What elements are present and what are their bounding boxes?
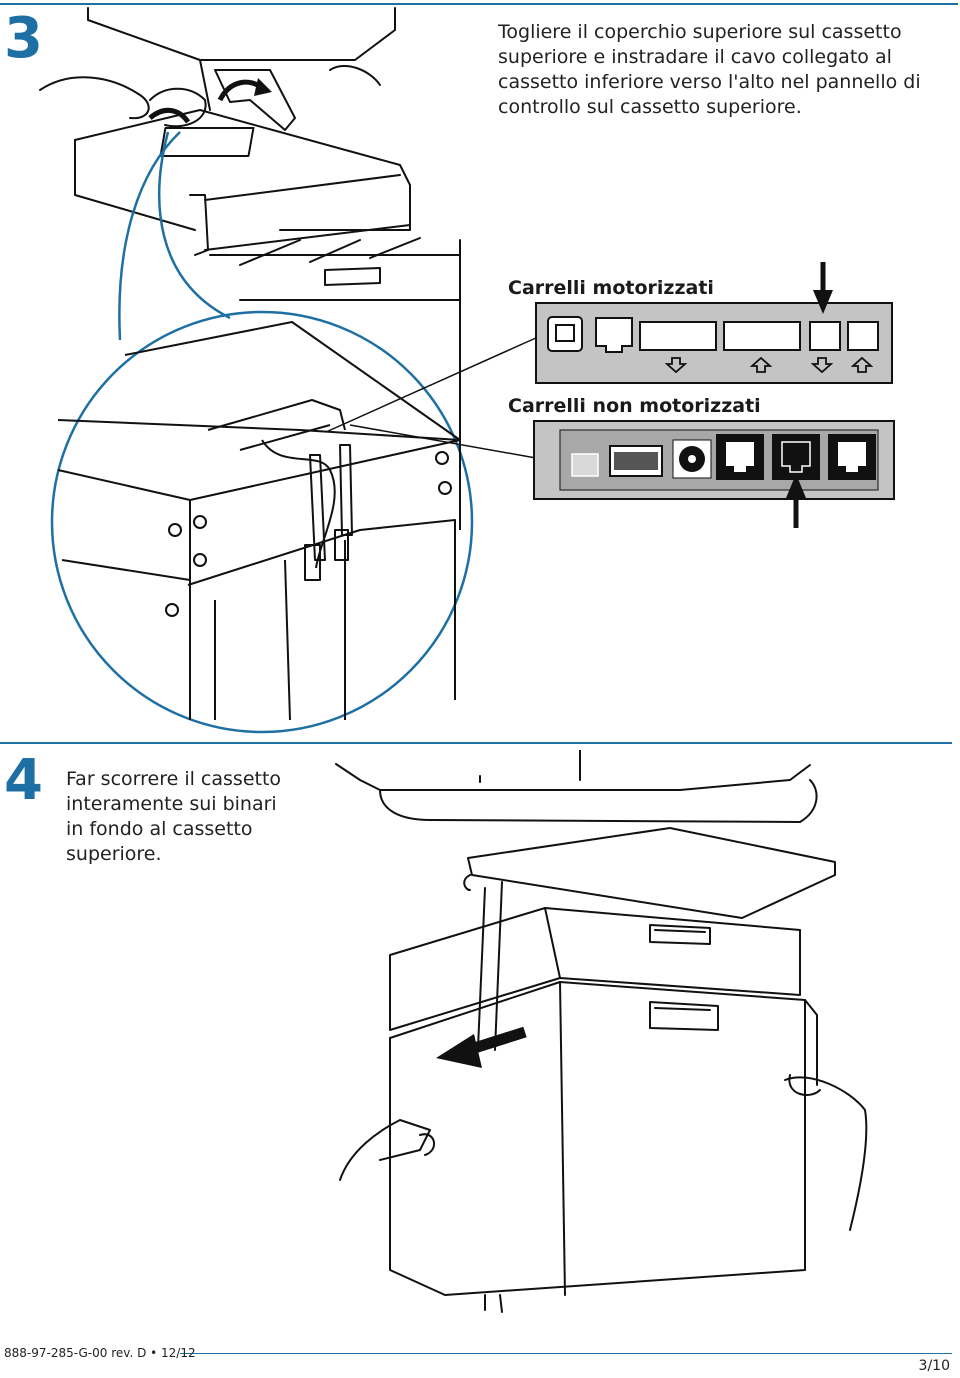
motorized-carts-label: Carrelli motorizzati	[508, 277, 714, 299]
step4-illustration	[335, 750, 868, 1313]
motorized-connector-panel	[535, 302, 893, 384]
non-motorized-carts-label: Carrelli non motorizzati	[508, 395, 761, 417]
non-motorized-connector-panel	[533, 420, 895, 500]
step3-illustration	[39, 7, 895, 734]
footer-rule	[180, 1353, 952, 1354]
page-number: 3/10	[918, 1358, 950, 1374]
step4-number: 4	[4, 748, 43, 813]
step3-top-rule	[0, 3, 958, 5]
step3-number: 3	[4, 6, 43, 71]
step3-instruction: Togliere il coperchio superiore sul cass…	[498, 21, 921, 118]
step4-top-rule	[0, 742, 952, 744]
document-code: 888-97-285-G-00 rev. D • 12/12	[4, 1346, 196, 1360]
step4-instruction: Far scorrere il cassetto interamente sui…	[66, 768, 282, 865]
